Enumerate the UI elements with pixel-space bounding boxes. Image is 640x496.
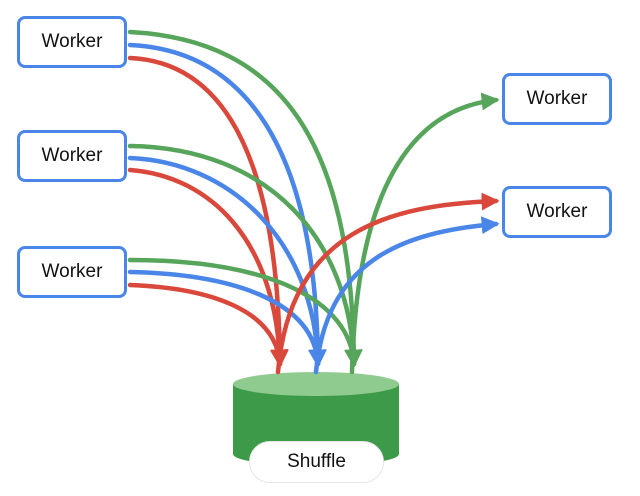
shuffle-label-text: Shuffle xyxy=(287,451,346,472)
flow-out-blue xyxy=(313,216,500,375)
flow-worker2-blue xyxy=(127,155,327,368)
worker-box-left-3: Worker xyxy=(17,246,127,298)
worker-label: Worker xyxy=(41,145,103,166)
worker-box-left-2: Worker xyxy=(17,130,127,182)
flow-worker2-green xyxy=(127,143,363,368)
worker-label: Worker xyxy=(41,31,103,52)
worker-label: Worker xyxy=(526,201,588,222)
worker-label: Worker xyxy=(41,261,103,282)
worker-box-right-1: Worker xyxy=(502,73,612,125)
flow-worker2-red xyxy=(127,167,289,368)
flow-worker1-blue xyxy=(127,42,327,368)
shuffle-label: Shuffle xyxy=(249,441,384,483)
input-flows xyxy=(127,29,363,368)
cylinder-top xyxy=(233,372,399,396)
worker-label: Worker xyxy=(526,88,588,109)
output-flows xyxy=(275,92,500,375)
worker-box-left-1: Worker xyxy=(17,16,127,68)
flow-out-red xyxy=(275,192,500,375)
worker-box-right-2: Worker xyxy=(502,186,612,238)
flow-out-green xyxy=(349,92,500,375)
flow-worker1-red xyxy=(127,55,289,368)
flow-worker3-green xyxy=(127,257,363,368)
flow-worker3-red xyxy=(127,282,288,368)
flow-worker3-blue xyxy=(127,269,327,368)
flow-worker1-green xyxy=(127,29,363,368)
